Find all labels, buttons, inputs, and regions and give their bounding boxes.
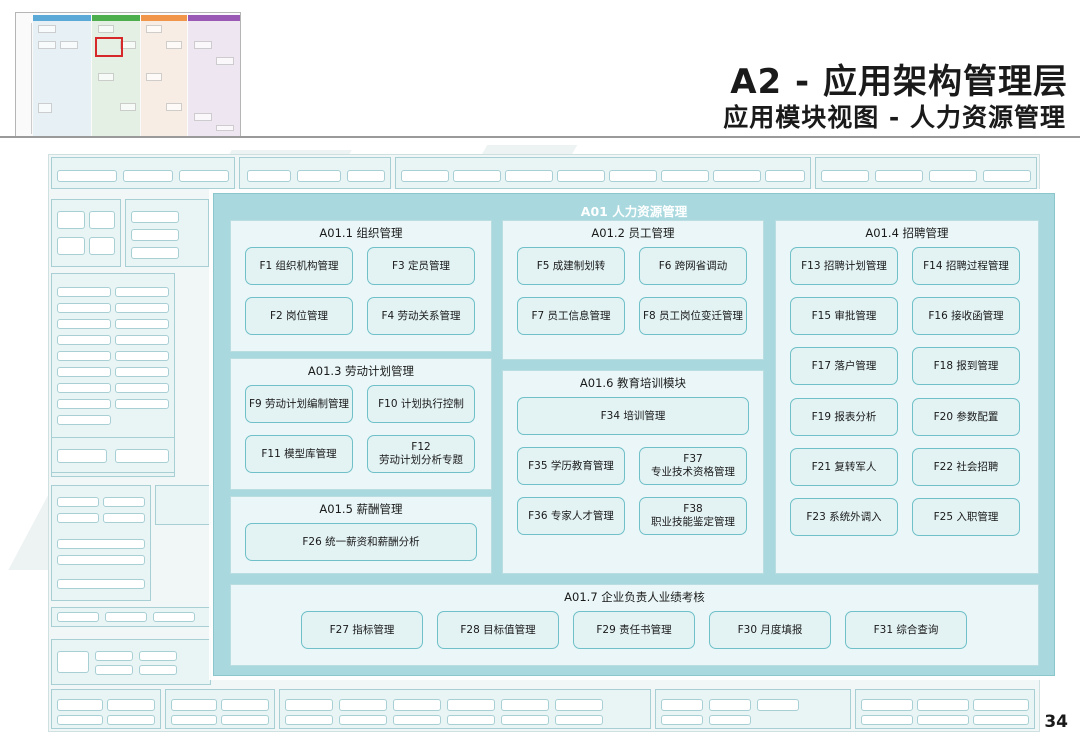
module-f31[interactable]: F31 综合查询 [845, 611, 967, 649]
module-f20[interactable]: F20 参数配置 [912, 398, 1020, 436]
module-f9[interactable]: F9 劳动计划编制管理 [245, 385, 353, 423]
module-f30[interactable]: F30 月度填报 [709, 611, 831, 649]
module-f2[interactable]: F2 岗位管理 [245, 297, 353, 335]
module-f15[interactable]: F15 审批管理 [790, 297, 898, 335]
module-f27[interactable]: F27 指标管理 [301, 611, 423, 649]
module-f5[interactable]: F5 成建制划转 [517, 247, 625, 285]
module-f26[interactable]: F26 统一薪资和薪酬分析 [245, 523, 477, 561]
module-f17[interactable]: F17 落户管理 [790, 347, 898, 385]
module-f29[interactable]: F29 责任书管理 [573, 611, 695, 649]
module-f37[interactable]: F37 专业技术资格管理 [639, 447, 747, 485]
group-title: A01.6 教育培训模块 [579, 376, 687, 390]
overview-thumbnail [15, 12, 241, 137]
group-title: A01.7 企业负责人业绩考核 [564, 590, 705, 604]
module-f18[interactable]: F18 报到管理 [912, 347, 1020, 385]
group-recruitment-management: A01.4 招聘管理 F13 招聘计划管理 F14 招聘过程管理 F15 审批管… [775, 220, 1039, 574]
module-f35[interactable]: F35 学历教育管理 [517, 447, 625, 485]
group-education-training: A01.6 教育培训模块 F34 培训管理 F35 学历教育管理 F37 专业技… [502, 370, 764, 574]
module-f10[interactable]: F10 计划执行控制 [367, 385, 475, 423]
group-title: A01.4 招聘管理 [865, 226, 949, 240]
page-subtitle: 应用模块视图 - 人力资源管理 [723, 103, 1066, 132]
group-title: A01.5 薪酬管理 [319, 502, 403, 516]
group-org-management: A01.1 组织管理 F1 组织机构管理 F3 定员管理 F2 岗位管理 F4 … [230, 220, 492, 352]
thumbnail-column-blue [33, 15, 91, 136]
thumbnail-sidebar [18, 23, 32, 134]
page-number: 34 [1044, 712, 1068, 732]
thumbnail-column-purple [188, 15, 240, 136]
header-divider [0, 136, 1080, 138]
module-f22[interactable]: F22 社会招聘 [912, 448, 1020, 486]
module-f38[interactable]: F38 职业技能鉴定管理 [639, 497, 747, 535]
group-labor-plan-management: A01.3 劳动计划管理 F9 劳动计划编制管理 F10 计划执行控制 F11 … [230, 358, 492, 490]
module-f4[interactable]: F4 劳动关系管理 [367, 297, 475, 335]
module-f11[interactable]: F11 模型库管理 [245, 435, 353, 473]
group-executive-performance: A01.7 企业负责人业绩考核 F27 指标管理 F28 目标值管理 F29 责… [230, 584, 1039, 666]
module-f16[interactable]: F16 接收函管理 [912, 297, 1020, 335]
module-f13[interactable]: F13 招聘计划管理 [790, 247, 898, 285]
module-f3[interactable]: F3 定员管理 [367, 247, 475, 285]
module-f7[interactable]: F7 员工信息管理 [517, 297, 625, 335]
module-f14[interactable]: F14 招聘过程管理 [912, 247, 1020, 285]
panel-title: A01 人力资源管理 [580, 204, 688, 219]
group-compensation-management: A01.5 薪酬管理 F26 统一薪资和薪酬分析 [230, 496, 492, 574]
group-title: A01.1 组织管理 [319, 226, 403, 240]
module-f12[interactable]: F12 劳动计划分析专题 [367, 435, 475, 473]
thumbnail-highlight [95, 37, 123, 57]
module-f23[interactable]: F23 系统外调入 [790, 498, 898, 536]
module-f19[interactable]: F19 报表分析 [790, 398, 898, 436]
module-f28[interactable]: F28 目标值管理 [437, 611, 559, 649]
module-f8[interactable]: F8 员工岗位变迁管理 [639, 297, 747, 335]
module-f25[interactable]: F25 入职管理 [912, 498, 1020, 536]
hr-management-panel: A01 人力资源管理 A01.1 组织管理 F1 组织机构管理 F3 定员管理 … [213, 193, 1055, 676]
group-title: A01.3 劳动计划管理 [307, 364, 415, 378]
module-f1[interactable]: F1 组织机构管理 [245, 247, 353, 285]
module-f21[interactable]: F21 复转军人 [790, 448, 898, 486]
module-f6[interactable]: F6 跨网省调动 [639, 247, 747, 285]
group-employee-management: A01.2 员工管理 F5 成建制划转 F6 跨网省调动 F7 员工信息管理 F… [502, 220, 764, 360]
module-f36[interactable]: F36 专家人才管理 [517, 497, 625, 535]
group-title: A01.2 员工管理 [591, 226, 675, 240]
page-title: A2 - 应用架构管理层 [730, 62, 1068, 102]
module-f34[interactable]: F34 培训管理 [517, 397, 749, 435]
